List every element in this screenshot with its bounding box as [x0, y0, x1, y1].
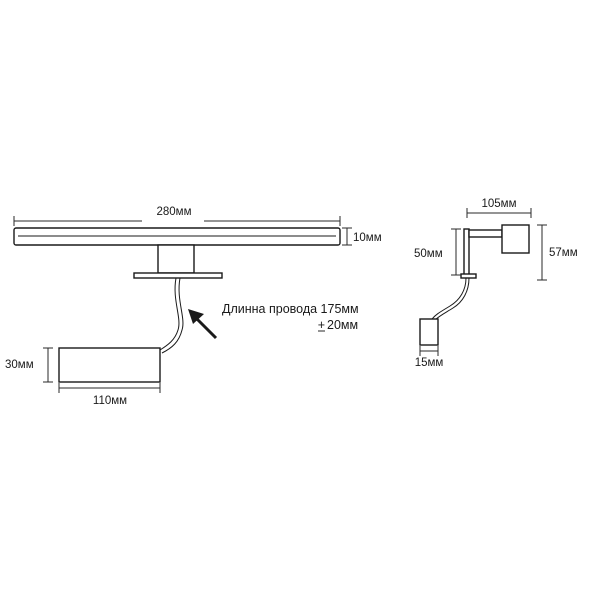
driver-width-dimension: 110мм [58, 383, 161, 407]
mount-height-label: 50мм [414, 248, 443, 260]
total-height-dimension: 57мм [537, 224, 578, 281]
mount-block [157, 244, 195, 274]
driver-box [58, 347, 161, 383]
lamp-head [501, 224, 530, 254]
arrow-shaft [194, 316, 218, 340]
tolerance-sign: + [318, 318, 325, 332]
height-dimension: 10мм [342, 227, 382, 246]
tolerance-value: 20мм [327, 318, 358, 332]
plate-foot [460, 273, 477, 279]
width-label: 280мм [157, 206, 192, 218]
front-view: 280мм 10мм 30 [5, 206, 382, 407]
support-arm [468, 229, 503, 238]
side-driver-box [419, 318, 439, 346]
side-driver-width-label: 15мм [415, 357, 444, 369]
cable-line-1 [159, 277, 180, 351]
side-cable-line-1 [431, 277, 467, 320]
driver-height-dimension: 30мм [5, 347, 53, 383]
side-cable [431, 277, 470, 321]
cable-note-line2: + 20мм [318, 318, 358, 332]
cable-arrow [188, 309, 218, 340]
mount-height-dimension: 50мм [414, 228, 461, 276]
arm-length-label: 105мм [482, 198, 517, 210]
width-dimension: 280мм [13, 206, 341, 226]
cable-note-line1: Длинна провода 175мм [222, 302, 359, 316]
arm-length-dimension: 105мм [466, 198, 532, 218]
side-mount [460, 224, 530, 279]
height-label: 10мм [353, 232, 382, 244]
driver-width-label: 110мм [93, 395, 127, 407]
side-view: 105мм 50мм 57мм [414, 198, 578, 369]
arrow-head [188, 309, 204, 324]
wall-plate [463, 228, 470, 276]
wall-mount [133, 244, 223, 279]
driver-height-label: 30мм [5, 359, 34, 371]
mount-plate [133, 272, 223, 279]
light-bar [13, 227, 341, 246]
cable [159, 277, 184, 354]
side-driver-width-dimension: 15мм [415, 346, 444, 369]
cable-line-2 [161, 277, 184, 354]
total-height-label: 57мм [549, 247, 578, 259]
side-cable-line-2 [434, 277, 470, 321]
